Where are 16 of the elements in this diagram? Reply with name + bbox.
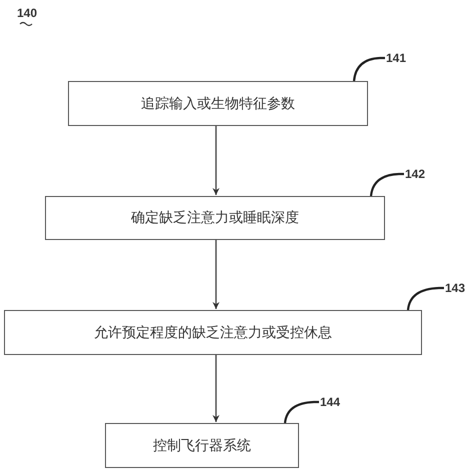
figure-number: 140 (17, 6, 38, 20)
leader-line (406, 286, 444, 310)
reference-number: 141 (386, 51, 406, 65)
reference-number: 142 (405, 167, 426, 181)
process-box: 允许预定程度的缺乏注意力或受控休息 (4, 310, 422, 355)
arrow (212, 240, 220, 309)
leader-line (352, 56, 385, 82)
arrow (212, 355, 220, 422)
process-box: 追踪输入或生物特征参数 (68, 81, 368, 126)
reference-number: 143 (445, 281, 466, 295)
leader-line (284, 400, 319, 424)
process-box: 控制飞行器系统 (105, 423, 299, 468)
arrow (212, 126, 220, 195)
reference-number: 144 (320, 395, 340, 409)
process-box: 确定缺乏注意力或睡眠深度 (45, 196, 385, 240)
leader-line (370, 172, 404, 196)
